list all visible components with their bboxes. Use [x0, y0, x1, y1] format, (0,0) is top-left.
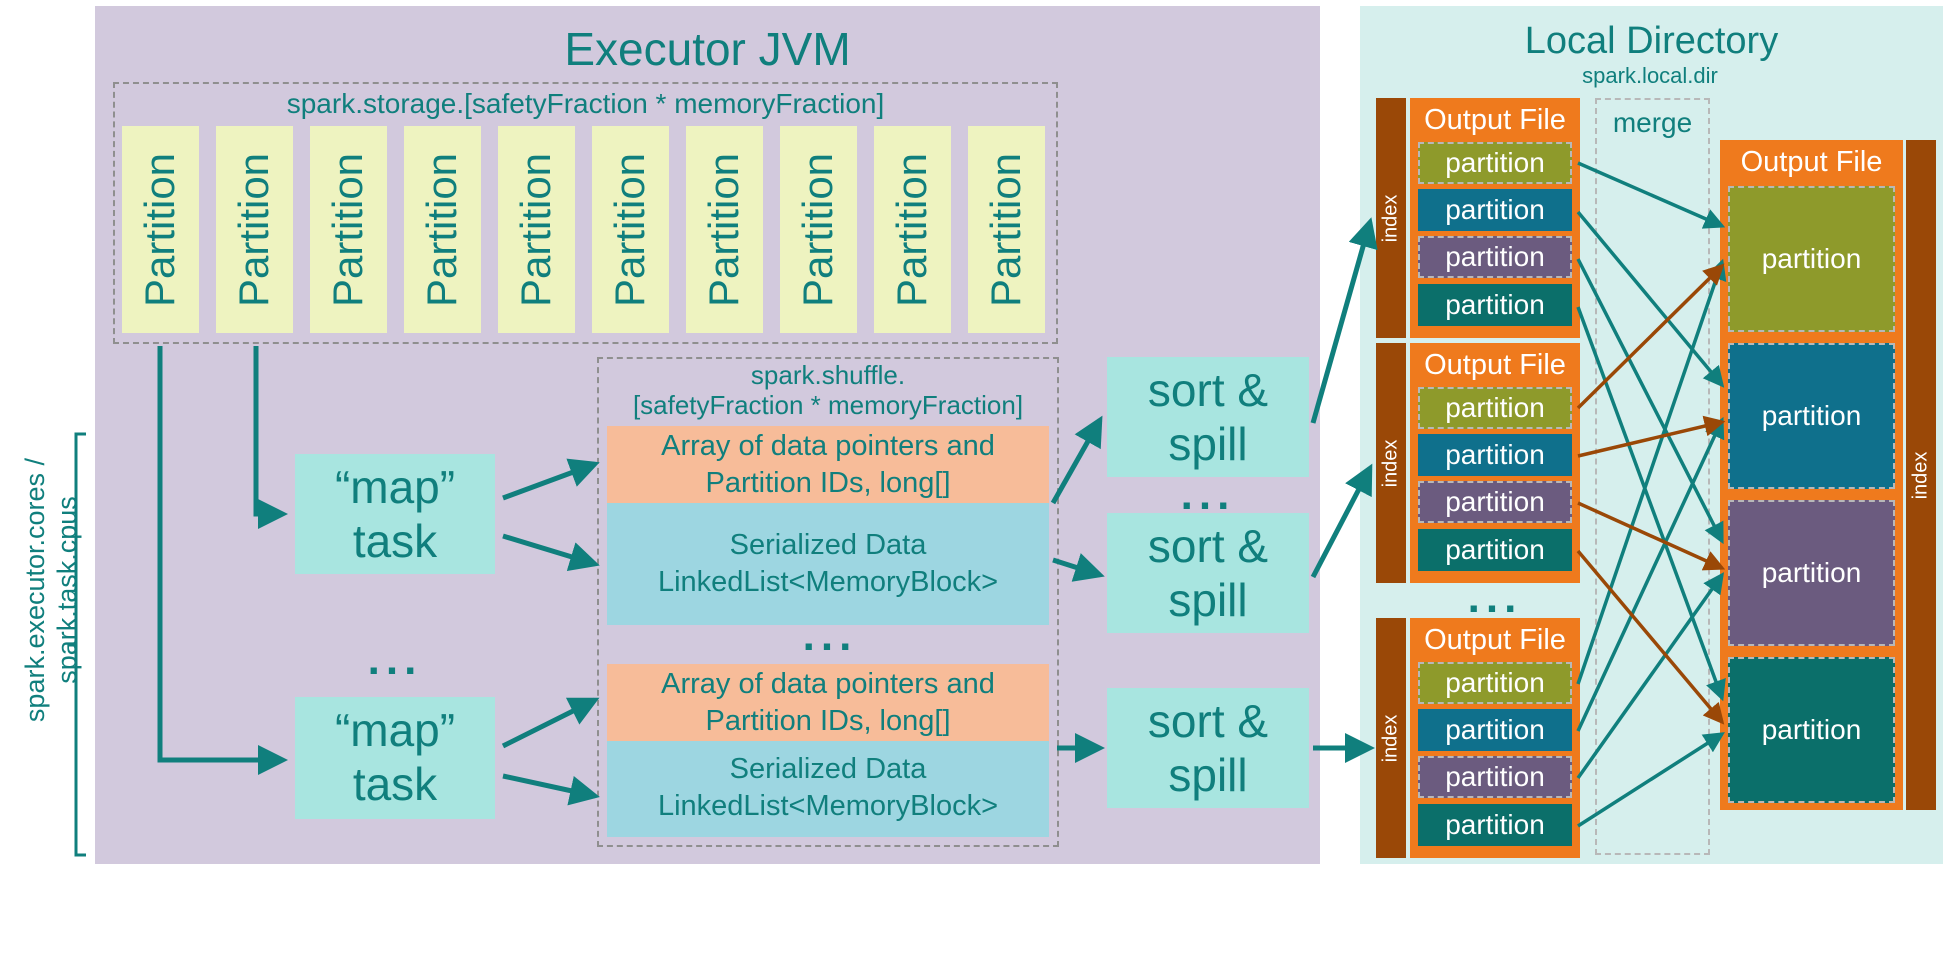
partition-cell: partition [1418, 236, 1572, 278]
map-task-box: “map” task [295, 697, 495, 819]
output-file-title: Output File [1424, 623, 1566, 656]
storage-partition: Partition [404, 126, 481, 333]
to-sort-spill-arrow [1050, 415, 1103, 505]
spill-to-file-arrow [1310, 217, 1378, 424]
shuffle-label-line-2: [safetyFraction * memoryFraction] [632, 389, 1024, 420]
partition-cell: partition [1418, 804, 1572, 846]
index-bar: index [1376, 343, 1406, 583]
arrows-layer [68, 161, 1727, 857]
storage-region [113, 82, 1058, 344]
storage-partition: Partition [592, 126, 669, 333]
partition-cell: partition [1418, 756, 1572, 798]
map-to-array-arrow [501, 697, 600, 749]
output-file-ellipsis: ... [1467, 573, 1523, 622]
local-dir-subtitle: spark.local.dir [1582, 63, 1718, 88]
serialized-data-box: Serialized Data LinkedList<MemoryBlock> [607, 503, 1049, 625]
storage-partition: Partition [780, 126, 857, 333]
output-file: Output File partition partition partitio… [1410, 98, 1580, 338]
storage-partition: Partition [310, 126, 387, 333]
map-task-ellipsis: ... [367, 635, 423, 684]
index-bar: index [1376, 98, 1406, 338]
output-file-title: Output File [1740, 145, 1883, 178]
index-bar: index [1906, 140, 1936, 810]
serialized-line-2: LinkedList<MemoryBlock> [657, 790, 999, 822]
executor-jvm-title: Executor JVM [564, 23, 851, 75]
merged-output-file: Output File partition partition partitio… [1720, 140, 1903, 810]
serialized-line-1: Serialized Data [729, 529, 927, 561]
storage-partition: Partition [122, 126, 199, 333]
spill-to-file-arrow [1310, 463, 1373, 579]
map-task-line-2: task [352, 758, 438, 810]
sort-spill-box: sort & spill [1107, 688, 1309, 808]
pointer-array-line-1: Array of data pointers and [661, 668, 995, 700]
pointer-array-box: Array of data pointers and Partition IDs… [607, 426, 1049, 503]
serialized-data-box: Serialized Data LinkedList<MemoryBlock> [607, 741, 1049, 837]
partition-cell: partition [1418, 284, 1572, 326]
partition-cell: partition [1418, 662, 1572, 704]
index-bar: index [1376, 618, 1406, 858]
merged-partition: partition [1728, 657, 1895, 803]
merged-partition: partition [1728, 343, 1895, 489]
partition-to-map-arrow [157, 346, 288, 775]
sort-spill-line-2: spill [1168, 749, 1248, 801]
output-file: Output File partition partition partitio… [1410, 618, 1580, 858]
output-file: Output File partition partition partitio… [1410, 343, 1580, 583]
pointer-array-line-2: Partition IDs, long[] [705, 467, 951, 499]
map-task-line-2: task [352, 515, 438, 567]
merge-arrows-brown [1576, 263, 1726, 725]
map-task-line-1: “map” [334, 704, 456, 756]
shuffle-ellipsis: ... [802, 611, 858, 660]
sort-spill-line-1: sort & [1147, 695, 1269, 747]
sort-spill-line-2: spill [1168, 418, 1248, 470]
partition-cell: partition [1418, 189, 1572, 231]
to-sort-spill-arrow [1052, 553, 1105, 582]
storage-partition: Partition [498, 126, 575, 333]
sort-spill-line-1: sort & [1147, 364, 1269, 416]
partition-cell: partition [1418, 387, 1572, 429]
sort-spill-line-1: sort & [1147, 520, 1269, 572]
sort-spill-ellipsis: ... [1180, 470, 1236, 519]
map-task-line-1: “map” [334, 461, 456, 513]
storage-label: spark.storage.[safetyFraction * memoryFr… [286, 88, 885, 119]
sort-spill-box: sort & spill [1107, 357, 1309, 477]
local-directory-title: Local Directory [1524, 19, 1779, 62]
map-to-array-arrow [502, 458, 600, 501]
shuffle-label-line-1: spark.shuffle. [750, 359, 906, 390]
partition-cell: partition [1418, 481, 1572, 523]
merge-arrows-teal [1576, 161, 1727, 828]
pointer-array-line-1: Array of data pointers and [661, 430, 995, 462]
merge-region [1595, 98, 1710, 855]
merged-partition: partition [1728, 500, 1895, 646]
storage-partition: Partition [874, 126, 951, 333]
serialized-line-1: Serialized Data [729, 753, 927, 785]
partition-cell: partition [1418, 709, 1572, 751]
shuffle-region [597, 357, 1059, 847]
partition-cell: partition [1418, 142, 1572, 184]
storage-partition: Partition [968, 126, 1045, 333]
partition-cell: partition [1418, 529, 1572, 571]
map-to-serialized-arrow [502, 773, 600, 806]
map-to-serialized-arrow [502, 533, 600, 572]
partition-to-map-arrow [253, 346, 288, 529]
map-task-box: “map” task [295, 454, 495, 574]
partition-cell: partition [1418, 434, 1572, 476]
cores-brace [68, 432, 86, 857]
storage-partition: Partition [216, 126, 293, 333]
storage-partition: Partition [686, 126, 763, 333]
output-file-title: Output File [1424, 348, 1566, 381]
serialized-line-2: LinkedList<MemoryBlock> [657, 566, 999, 598]
merge-label: merge [1612, 107, 1693, 138]
sort-spill-line-2: spill [1168, 574, 1248, 626]
output-file-title: Output File [1424, 103, 1566, 136]
sort-spill-box: sort & spill [1107, 513, 1309, 633]
merged-partition: partition [1728, 186, 1895, 332]
pointer-array-line-2: Partition IDs, long[] [705, 705, 951, 737]
pointer-array-box: Array of data pointers and Partition IDs… [607, 664, 1049, 741]
